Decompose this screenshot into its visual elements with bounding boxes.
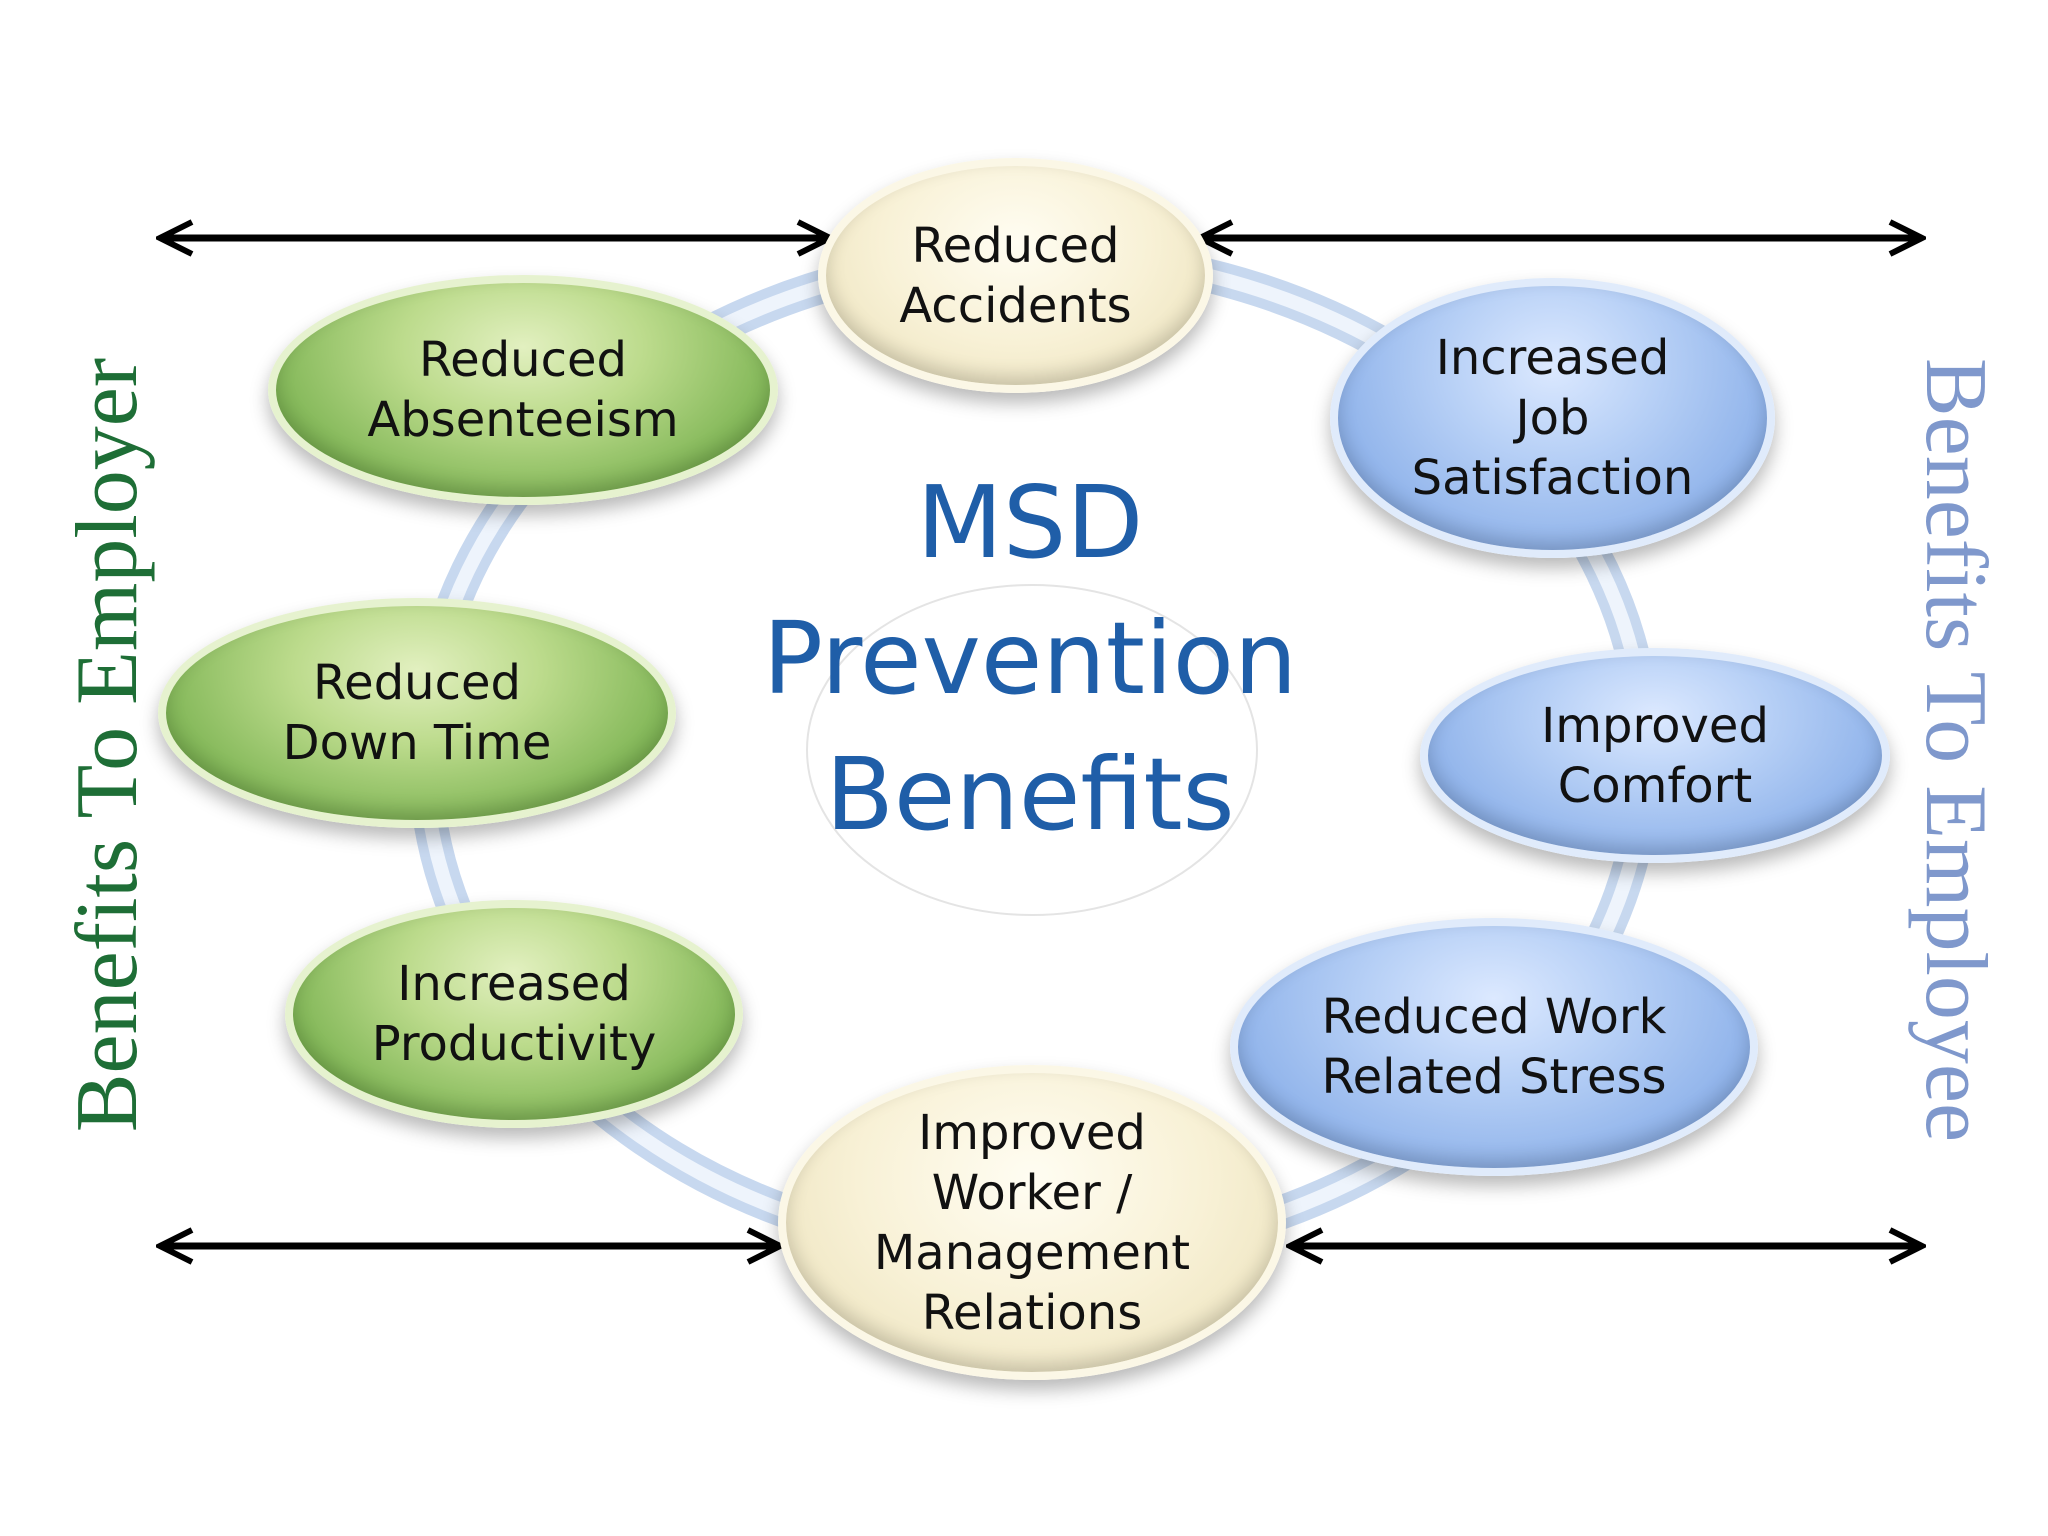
center-title-line: Prevention xyxy=(762,600,1298,717)
node-reduced-work-related-stress: Reduced Work Related Stress xyxy=(1230,918,1758,1176)
node-label: Reduced Accidents xyxy=(899,217,1132,334)
node-label: Improved Comfort xyxy=(1541,697,1769,814)
node-increased-productivity: Increased Productivity xyxy=(285,900,743,1128)
center-title-line: Benefits xyxy=(825,736,1235,853)
node-increased-job-satisfaction: Increased Job Satisfaction xyxy=(1330,278,1775,558)
side-label-employer: Benefits To Employer xyxy=(59,357,156,1133)
node-improved-worker-management-relations: Improved Worker / Management Relations xyxy=(778,1065,1286,1380)
node-label: Improved Worker / Management Relations xyxy=(873,1104,1191,1341)
node-reduced-accidents: Reduced Accidents xyxy=(818,158,1213,393)
center-circle xyxy=(806,584,1258,916)
node-improved-comfort: Improved Comfort xyxy=(1420,648,1890,863)
node-reduced-down-time: Reduced Down Time xyxy=(158,598,676,828)
node-label: Reduced Work Related Stress xyxy=(1321,989,1667,1105)
node-label: Reduced Down Time xyxy=(282,655,552,771)
node-label: Reduced Absenteeism xyxy=(367,332,679,448)
node-label: Increased Productivity xyxy=(371,956,657,1072)
center-title-line: MSD xyxy=(916,464,1144,581)
center-title: MSD Prevention Benefits xyxy=(740,455,1320,863)
node-label: Increased Job Satisfaction xyxy=(1411,330,1694,506)
side-label-employee: Benefits To Employee xyxy=(1907,357,2004,1143)
node-reduced-absenteeism: Reduced Absenteeism xyxy=(268,275,778,505)
